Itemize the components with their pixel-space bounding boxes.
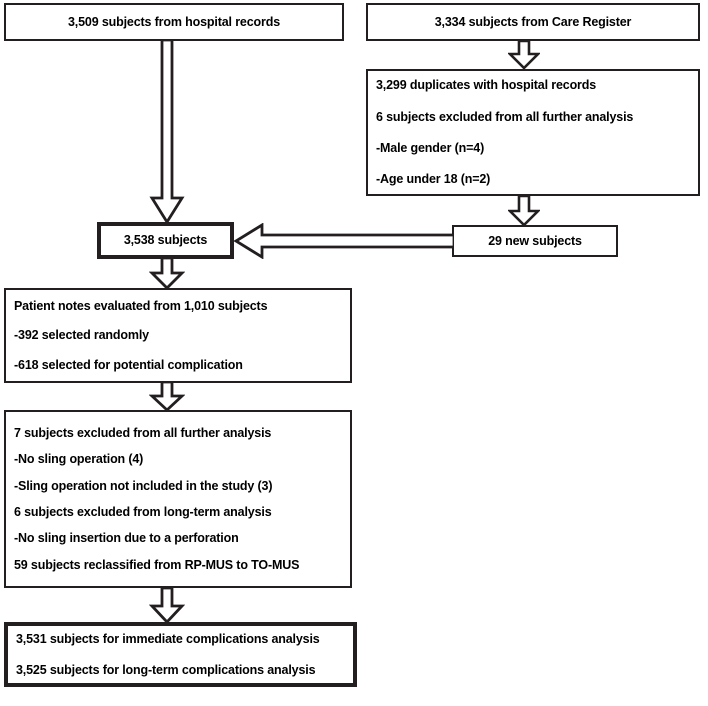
node-patient-notes-line-3: -618 selected for potential complication [14,357,243,372]
edge-hospital-records-to-pooled-arrow [149,40,185,224]
node-exclusions-line-4: 6 subjects excluded from long-term analy… [14,505,272,519]
node-exclusions-line-2: -No sling operation (4) [14,452,144,467]
node-pooled-subjects: 3,538 subjects [97,222,234,259]
node-duplicates-line-3: -Male gender (n=4) [376,141,485,155]
node-duplicates-line-4: -Age under 18 (n=2) [376,172,491,187]
edge-duplicates-to-new-subjects-arrow [508,196,540,226]
node-patient-notes-line-1: Patient notes evaluated from 1,010 subje… [14,298,268,313]
edge-exclusions-to-final-arrow [149,588,185,624]
node-hospital-records-line-1: 3,509 subjects from hospital records [67,14,281,29]
node-exclusions-line-1: 7 subjects excluded from all further ana… [14,425,272,440]
node-exclusions-line-5: -No sling insertion due to a perforation [14,531,239,546]
node-hospital-records: 3,509 subjects from hospital records [4,3,344,41]
node-patient-notes-line-2: -392 selected randomly [14,328,149,343]
edge-care-register-to-duplicates-arrow [508,41,540,69]
node-duplicates-line-2: 6 subjects excluded from all further ana… [376,109,634,124]
node-duplicates-line-1: 3,299 duplicates with hospital records [376,78,597,93]
edge-patient-notes-to-exclusions-arrow [149,382,185,412]
node-final-analysis-line-2: 3,525 subjects for long-term complicatio… [16,663,316,677]
node-care-register: 3,334 subjects from Care Register [366,3,700,41]
node-exclusions-line-3: -Sling operation not included in the stu… [14,478,273,493]
node-exclusions-line-6: 59 subjects reclassified from RP-MUS to … [14,557,300,572]
node-final-analysis-line-1: 3,531 subjects for immediate complicatio… [16,631,320,646]
node-patient-notes: Patient notes evaluated from 1,010 subje… [4,288,352,383]
edge-pooled-to-patient-notes-arrow [149,258,185,290]
node-final-analysis: 3,531 subjects for immediate complicatio… [4,622,357,687]
node-pooled-subjects-line-1: 3,538 subjects [123,233,208,248]
edge-new-subjects-to-pooled-arrow [233,223,454,259]
node-duplicates: 3,299 duplicates with hospital records 6… [366,69,700,196]
node-new-subjects: 29 new subjects [452,225,618,257]
node-exclusions: 7 subjects excluded from all further ana… [4,410,352,588]
node-new-subjects-line-1: 29 new subjects [488,233,582,248]
node-care-register-line-1: 3,334 subjects from Care Register [434,14,632,29]
